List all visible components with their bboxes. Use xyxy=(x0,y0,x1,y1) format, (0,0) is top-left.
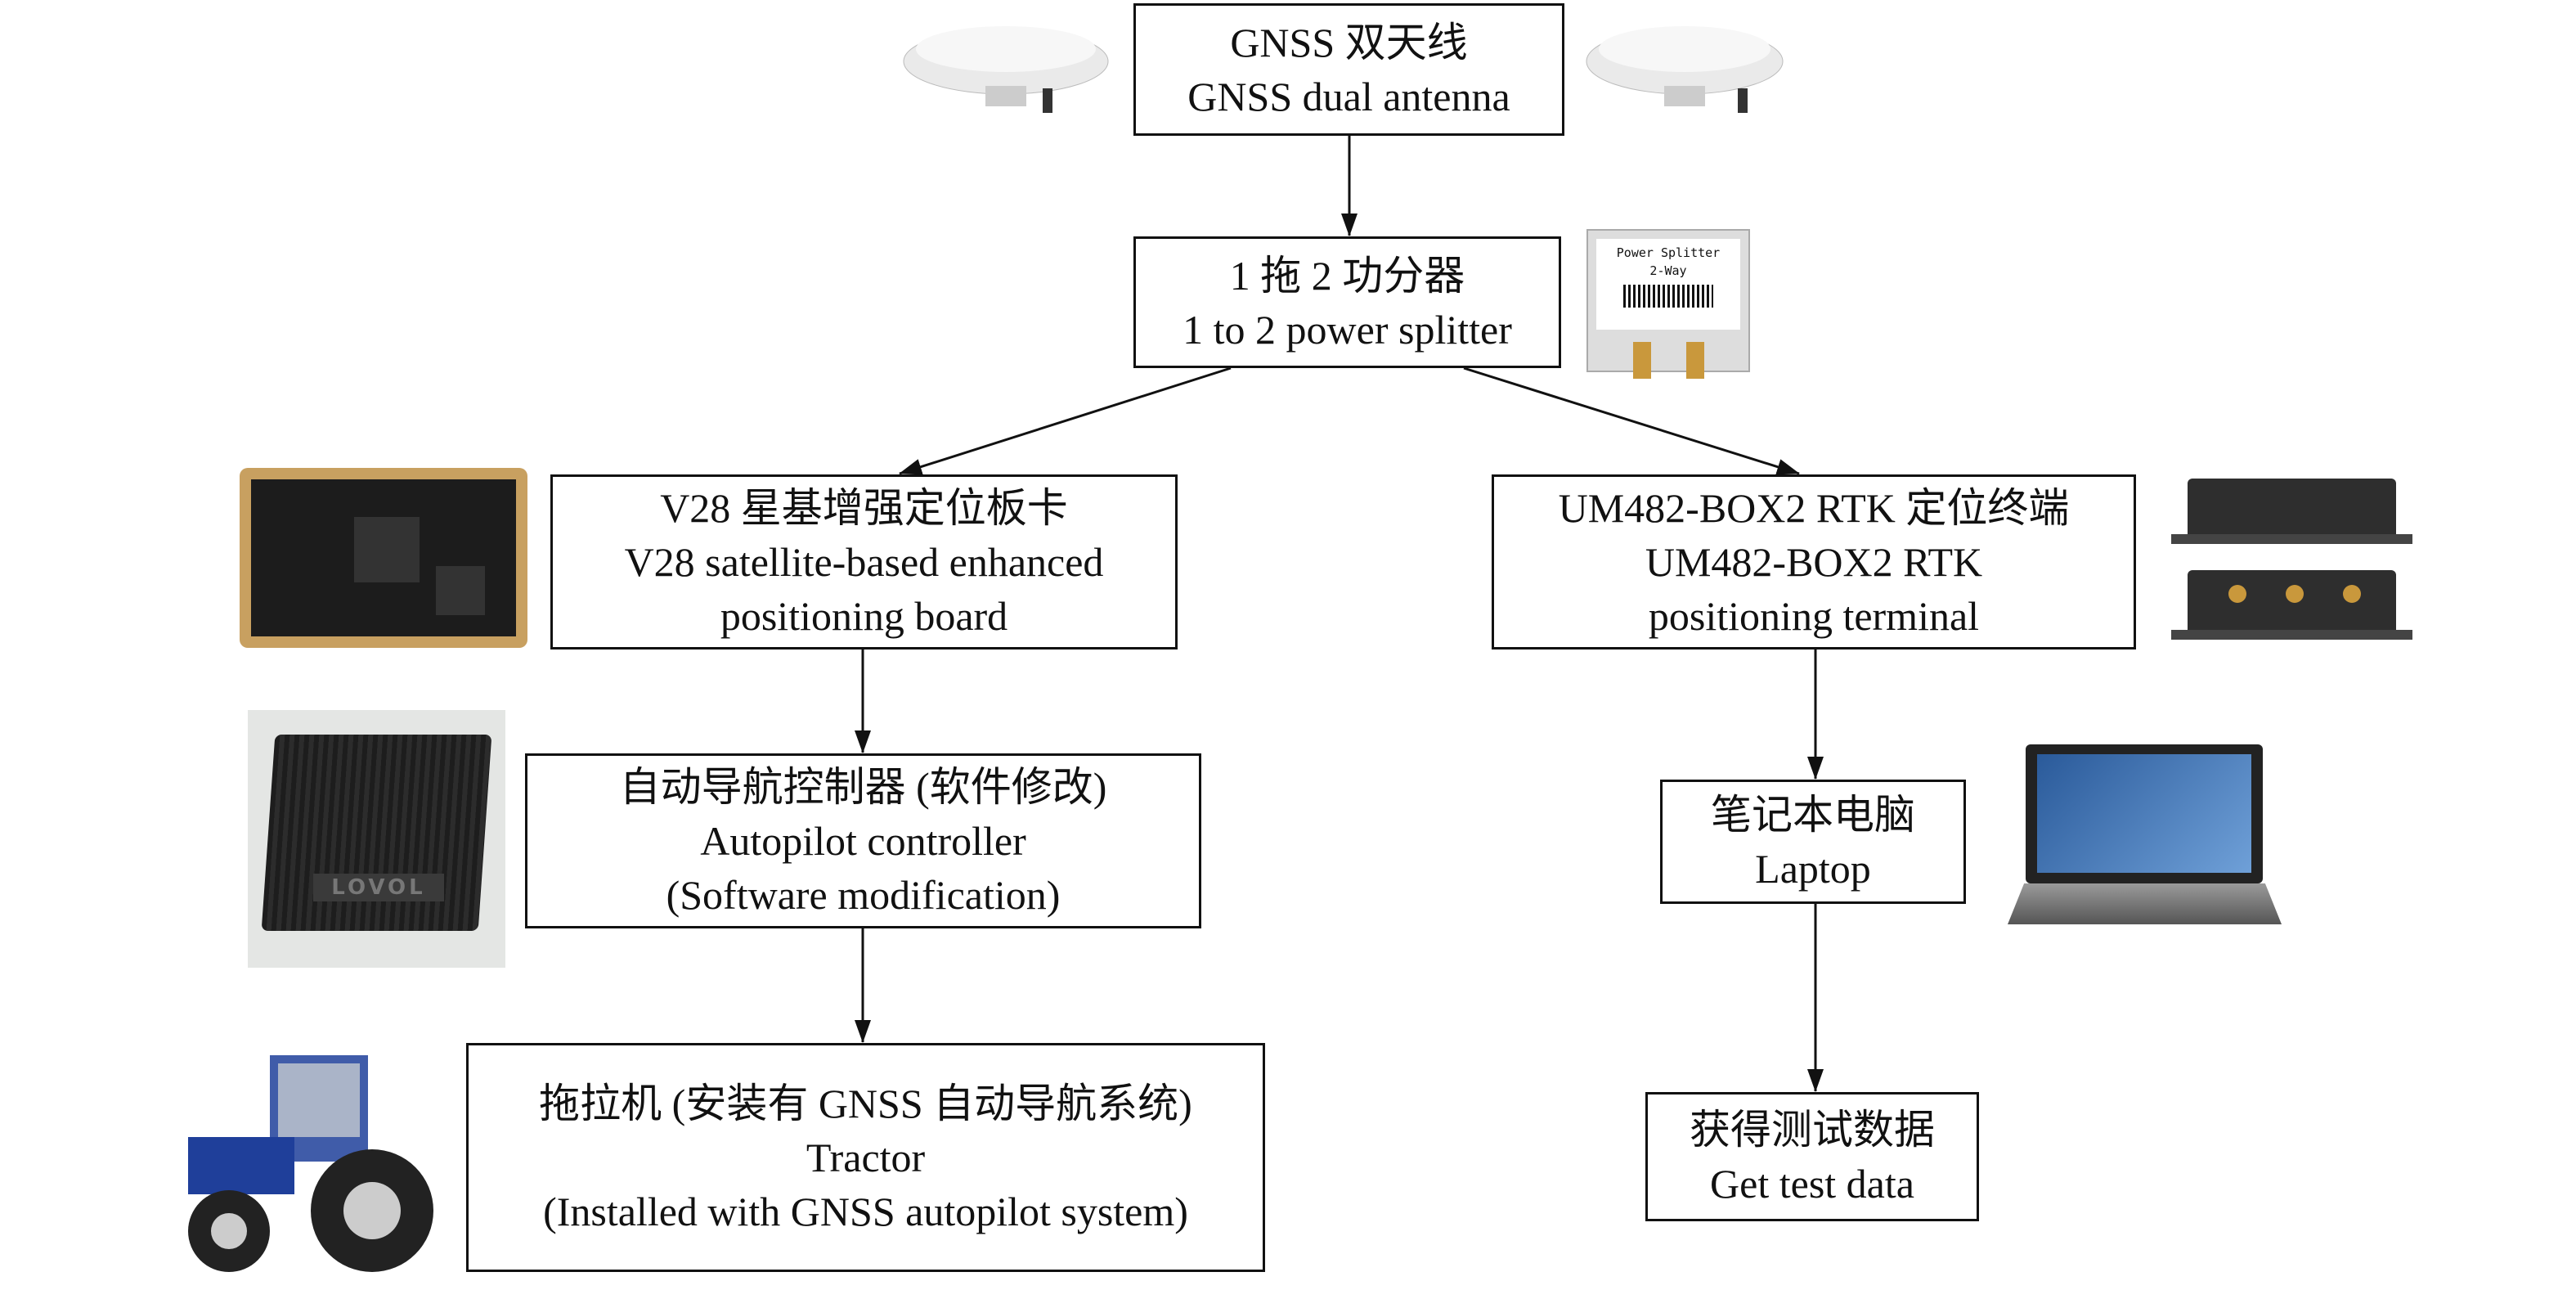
node-v28-board: V28 星基增强定位板卡 V28 satellite-based enhance… xyxy=(550,474,1178,649)
node-label-en: Get test data xyxy=(1710,1161,1914,1207)
node-label-en: UM482-BOX2 RTK xyxy=(1645,539,1983,585)
node-get-test-data: 获得测试数据 Get test data xyxy=(1645,1092,1979,1221)
arrow-splitter-um482 xyxy=(1463,366,1800,475)
node-autopilot-controller: 自动导航控制器 (软件修改) Autopilot controller (Sof… xyxy=(525,753,1201,928)
node-label-en: GNSS dual antenna xyxy=(1187,74,1510,119)
node-label-en: (Software modification) xyxy=(666,872,1061,918)
node-label-en: positioning terminal xyxy=(1648,593,1980,639)
autopilot-controller-image: LOVOL xyxy=(248,710,505,968)
node-label-en: Autopilot controller xyxy=(700,818,1026,864)
node-label-zh: V28 星基增强定位板卡 xyxy=(660,485,1068,531)
antenna-image-right xyxy=(1586,26,1784,113)
node-laptop: 笔记本电脑 Laptop xyxy=(1660,780,1966,904)
node-label-en: V28 satellite-based enhanced xyxy=(624,539,1104,585)
node-label-zh: 1 拖 2 功分器 xyxy=(1229,252,1465,299)
node-label-zh: 自动导航控制器 (软件修改) xyxy=(619,764,1107,810)
node-tractor: 拖拉机 (安装有 GNSS 自动导航系统) Tractor (Installed… xyxy=(466,1043,1265,1272)
node-um482-terminal: UM482-BOX2 RTK 定位终端 UM482-BOX2 RTK posit… xyxy=(1492,474,2136,649)
node-label-en: 1 to 2 power splitter xyxy=(1183,306,1512,353)
node-label-zh: 笔记本电脑 xyxy=(1711,792,1915,838)
splitter-sub-text: 2-Way xyxy=(1649,263,1687,278)
laptop-image xyxy=(2008,744,2282,941)
um482-terminal-image xyxy=(2171,479,2412,650)
node-label-en: Tractor xyxy=(806,1135,926,1180)
node-label-en: (Installed with GNSS autopilot system) xyxy=(543,1189,1188,1234)
node-label-en: Laptop xyxy=(1755,846,1871,892)
node-label-zh: 获得测试数据 xyxy=(1690,1107,1935,1153)
node-power-splitter: 1 拖 2 功分器 1 to 2 power splitter xyxy=(1133,236,1561,368)
power-splitter-image: Power Splitter 2-Way xyxy=(1586,229,1750,379)
antenna-image-left xyxy=(903,26,1109,113)
node-label-en: positioning board xyxy=(720,593,1008,639)
controller-brand-text: LOVOL xyxy=(313,874,444,901)
splitter-label-text: Power Splitter xyxy=(1616,245,1721,260)
v28-board-image xyxy=(240,468,527,648)
arrow-splitter-v28 xyxy=(899,366,1232,475)
node-label-zh: UM482-BOX2 RTK 定位终端 xyxy=(1558,485,2070,531)
node-gnss-antenna: GNSS 双天线 GNSS dual antenna xyxy=(1133,3,1564,136)
tractor-image xyxy=(188,1055,433,1272)
node-label-zh: GNSS 双天线 xyxy=(1230,20,1468,65)
node-label-zh: 拖拉机 (安装有 GNSS 自动导航系统) xyxy=(539,1081,1192,1126)
